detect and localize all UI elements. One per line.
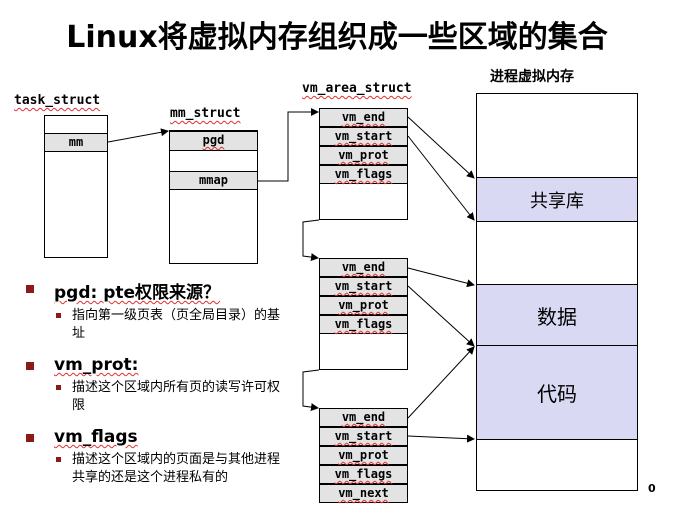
mm-struct-pgd-field: pgd (169, 131, 258, 151)
zero-address-label: 0 (648, 482, 656, 495)
process-vm-label: 进程虚拟内存 (490, 69, 574, 85)
mm-struct-box (169, 130, 258, 264)
segment-data: 数据 (476, 284, 638, 346)
sub-bullet-square-icon (56, 385, 61, 390)
bullet-vm-prot: vm_prot: (26, 355, 286, 375)
bullet-vm-flags: vm_flags (26, 427, 286, 447)
bullet-square-icon (26, 434, 34, 442)
vm-area-1-vm-flags: vm_flags (319, 165, 408, 184)
mm-struct-mmap-field: mmap (169, 171, 258, 190)
vm-area-3-vm-flags: vm_flags (319, 465, 408, 484)
bullet-square-icon (26, 362, 34, 370)
bullet-vm-prot-sub: 描述这个区域内所有页的读写许可权限 (26, 379, 286, 415)
vm-area-3-vm-end: vm_end (319, 408, 408, 427)
vm-area-2-vm-flags: vm_flags (319, 315, 408, 334)
mm-struct-label: mm_struct (170, 106, 241, 121)
vm-area-2-vm-prot: vm_prot (319, 296, 408, 315)
vm-area-3-vm-next: vm_next (319, 484, 408, 503)
task-struct-mm-field: mm (44, 133, 108, 152)
sub-bullet-square-icon (56, 313, 61, 318)
vm-area-1-vm-end: vm_end (319, 108, 408, 127)
vm-area-1-vm-prot: vm_prot (319, 146, 408, 165)
vm-area-2-vm-start: vm_start (319, 277, 408, 296)
bullet-square-icon (26, 285, 34, 293)
vm-area-3-vm-prot: vm_prot (319, 446, 408, 465)
sub-bullet-square-icon (56, 457, 61, 462)
slide-title: Linux将虚拟内存组织成一些区域的集合 (66, 20, 608, 55)
vm-area-struct-label: vm_area_struct (302, 81, 412, 96)
bullet-pgd: pgd: pte权限来源？ (26, 278, 286, 303)
segment-shared-lib: 共享库 (476, 177, 638, 222)
bullet-pgd-sub: 指向第一级页表（页全局目录）的基址 (26, 307, 286, 343)
vm-area-2-vm-end: vm_end (319, 258, 408, 277)
bullet-vm-flags-sub: 描述这个区域内的页面是与其他进程共享的还是这个进程私有的 (26, 451, 286, 487)
vm-area-3-vm-start: vm_start (319, 427, 408, 446)
bullet-list: pgd: pte权限来源？ 指向第一级页表（页全局目录）的基址 vm_prot:… (26, 278, 286, 487)
segment-code: 代码 (476, 345, 638, 440)
vm-area-1-vm-start: vm_start (319, 127, 408, 146)
task-struct-label: task_struct (14, 93, 101, 108)
